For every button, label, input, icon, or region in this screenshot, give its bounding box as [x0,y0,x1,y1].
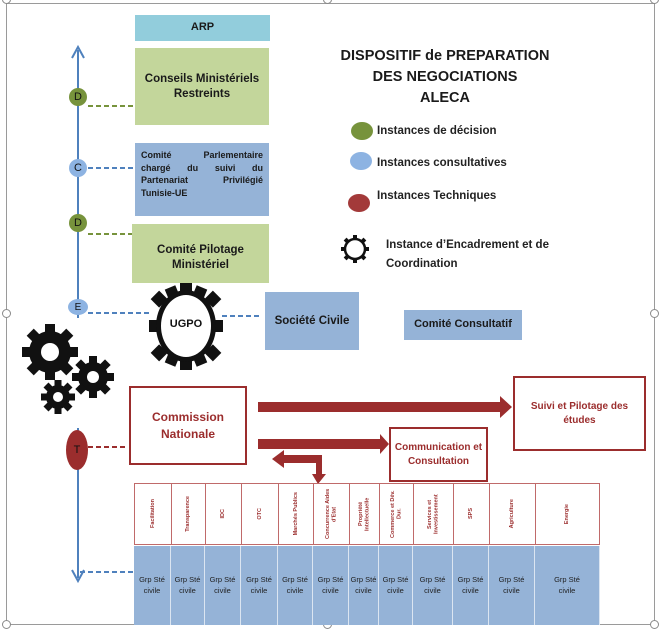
resize-handle-bottom-right[interactable] [650,620,659,629]
group-header-label: Services et Investissement [426,494,440,534]
group-header-label: Commerce et Dév. Dur. [389,490,403,538]
resize-handle-left[interactable] [2,309,11,318]
bidirectional-arrow-icon [272,450,326,484]
ugpo-label: UGPO [169,318,203,330]
legend-label: Instance d’Encadrement et de Coordinatio… [386,239,549,270]
resize-handle-right[interactable] [650,309,659,318]
group-header-label: OTC [256,508,263,520]
commission-nationale-box[interactable]: Commission Nationale [129,386,247,465]
ugpo-gear-icon [149,282,223,370]
legend-decision-dot-icon [351,122,373,140]
title-line: DES NEGOCIATIONS [372,69,518,85]
group-header: Agriculture [489,483,535,545]
group-header-label: Marchés Publics [292,492,299,536]
group-cell: Grp Sté civile [241,546,278,625]
axis-node-technique: T [66,430,88,470]
arrow-to-suivi-icon [258,396,512,418]
axis-node-consultative: C [69,159,87,177]
group-header: Transparence [171,483,205,545]
group-header-label: IDC [220,509,227,519]
group-header-label: Energie [564,503,571,525]
group-header-label: Facilitation [149,499,156,529]
legend-label: Instances Techniques [377,190,497,202]
diagram-title: DISPOSITIF de PREPARATION DES NEGOCIATIO… [335,46,555,109]
comite-parlementaire-box[interactable]: Comité Parlementaire chargé du suivi du … [135,143,269,216]
comite-pilotage-box[interactable]: Comité Pilotage Ministériel [132,224,269,283]
group-header: Commerce et Dév. Dur. [379,483,413,545]
axis-node-decision: D [69,88,87,106]
group-header: Concurrence Aides d'Etat [313,483,349,545]
arp-box[interactable]: ARP [135,15,270,41]
group-cell: Grp Sté civile [205,546,241,625]
group-header: IDC [205,483,241,545]
group-cell: Grp Sté civile [413,546,453,625]
legend-label: Instances de décision [377,125,497,137]
axis-arrow-up-icon [71,44,85,59]
group-cell: Grp Sté civile [379,546,413,625]
title-line: ALECA [420,90,470,106]
group-header: Propriété Intellectuelle [349,483,379,545]
gears-cluster-icon [22,324,114,414]
group-header: OTC [241,483,278,545]
resize-handle-bottom-left[interactable] [2,620,11,629]
group-cell: Grp Sté civile [349,546,379,625]
group-header: Marchés Publics [278,483,313,545]
communication-consultation-box[interactable]: Communication et Consultation [389,427,488,482]
societe-civile-box[interactable]: Société Civile [265,292,359,350]
axis-arrow-down-icon [71,569,85,584]
group-cell: Grp Sté civile [134,546,171,625]
group-header: SPS [453,483,489,545]
group-header-label: Agriculture [509,499,516,529]
conseils-ministeriels-box[interactable]: Conseils Ministériels Restreints [135,48,269,125]
group-header-label: Concurrence Aides d'Etat [324,488,338,540]
axis-node-decision: D [69,214,87,232]
group-header: Services et Investissement [413,483,453,545]
suivi-pilotage-box[interactable]: Suivi et Pilotage des études [513,376,646,451]
group-header: Energie [535,483,600,545]
axis-node-encadrement: E [68,299,88,315]
legend-label: Instances consultatives [377,157,507,169]
group-header-label: Transparence [185,496,192,532]
group-cell: Grp Sté civile [489,546,535,625]
group-cell: Grp Sté civile [278,546,313,625]
group-header-label: Propriété Intellectuelle [357,497,371,531]
group-cell: Grp Sté civile [453,546,489,625]
comite-consultatif-box[interactable]: Comité Consultatif [404,310,522,340]
group-header: Facilitation [134,483,171,545]
legend-gear-outline-icon [341,235,369,263]
group-cell: Grp Sté civile [171,546,205,625]
arrow-to-communication-icon [258,434,389,454]
group-cell: Grp Sté civile [535,546,600,625]
legend-technique-dot-icon [348,194,370,212]
title-line: DISPOSITIF de PREPARATION [340,48,550,64]
group-cell: Grp Sté civile [313,546,349,625]
group-header-label: SPS [468,508,475,520]
legend-consultative-dot-icon [350,152,372,170]
